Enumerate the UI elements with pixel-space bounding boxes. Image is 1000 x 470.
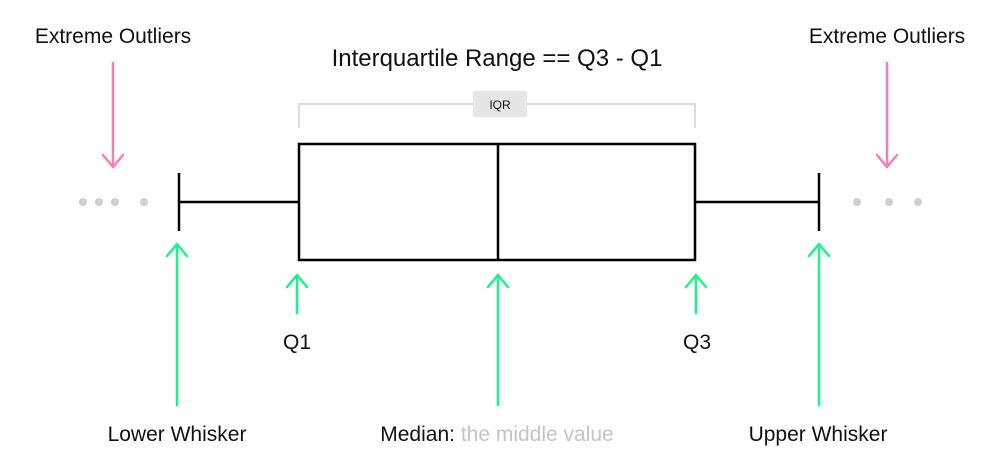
outlier-dots-right xyxy=(853,198,922,206)
outlier-dots-left xyxy=(79,198,148,206)
q3-label: Q3 xyxy=(683,331,711,354)
upper-whisker-label: Upper Whisker xyxy=(749,423,888,446)
iqr-tag-background xyxy=(473,91,527,117)
lower-whisker xyxy=(177,173,299,231)
diagram-title: Interquartile Range == Q3 - Q1 xyxy=(332,45,663,72)
iqr-tag: IQR xyxy=(489,98,511,112)
outlier-dot xyxy=(914,198,922,206)
lower-whisker-arrow xyxy=(165,242,189,407)
outlier-dot xyxy=(95,198,103,206)
median-label-description: the middle value xyxy=(461,423,614,446)
q1-arrow xyxy=(285,273,309,315)
outlier-arrow-left xyxy=(101,61,125,169)
outlier-arrow-right xyxy=(875,61,899,169)
median-label: Median: the middle value xyxy=(380,423,614,446)
outlier-dot xyxy=(853,198,861,206)
outlier-dot xyxy=(140,198,148,206)
outlier-dot xyxy=(79,198,87,206)
upper-whisker-arrow xyxy=(807,242,831,407)
q3-arrow xyxy=(684,273,708,315)
upper-whisker xyxy=(695,173,821,231)
outlier-dot xyxy=(885,198,893,206)
outliers-left-label: Extreme Outliers xyxy=(35,25,191,48)
lower-whisker-label: Lower Whisker xyxy=(108,423,247,446)
median-arrow xyxy=(486,273,510,407)
q1-label: Q1 xyxy=(283,331,311,354)
median-label-term: Median: xyxy=(380,423,455,446)
outliers-right-label: Extreme Outliers xyxy=(809,25,965,48)
outlier-dot xyxy=(111,198,119,206)
